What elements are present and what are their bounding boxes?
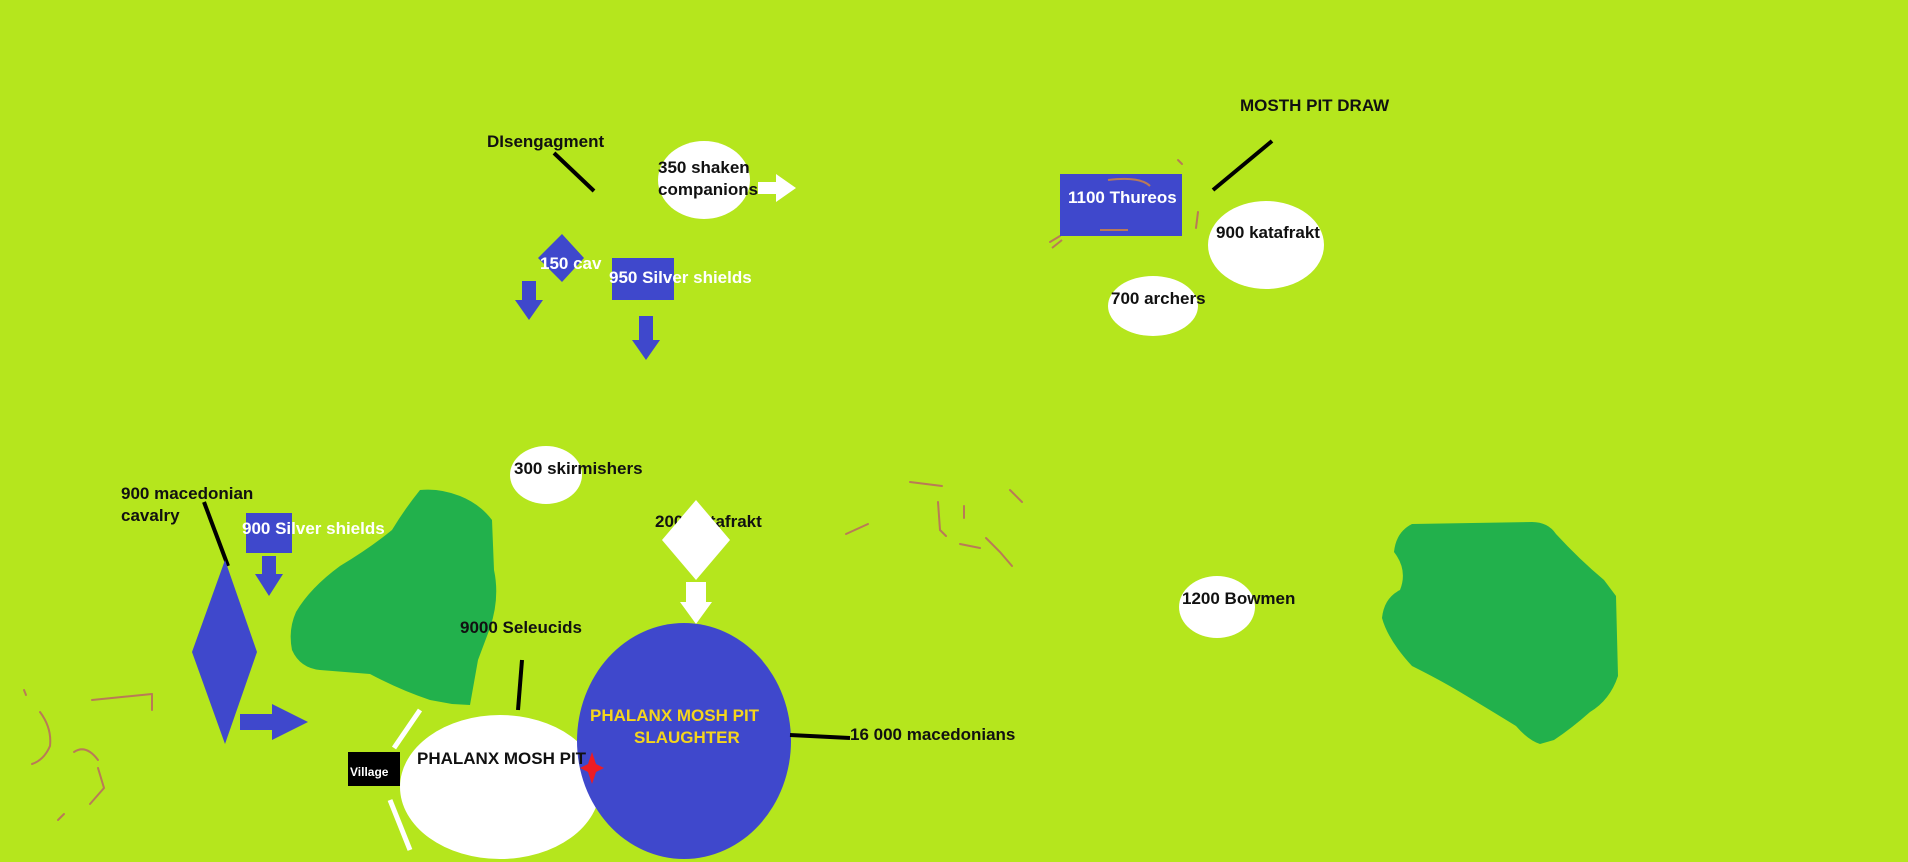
label-mosh-pit-draw: MOSTH PIT DRAW: [1240, 96, 1390, 115]
label-macedonians-16000: 16 000 macedonians: [850, 725, 1015, 744]
label-silver-shields-900: 900 Silver shields: [242, 519, 385, 538]
clash-star-icon: [580, 752, 604, 784]
unit-katafrakt-200: [662, 500, 730, 580]
pointer-line-mosh-pit-draw: [1211, 139, 1274, 192]
unit-cav-150: [538, 234, 584, 282]
unit-phalanx-mosh-pit: [400, 715, 600, 859]
pointer-line-seleucids: [516, 659, 524, 711]
unit-katafrakt-900: [1208, 201, 1324, 289]
label-shaken-companions-line2: companions: [658, 180, 758, 199]
unit-skirmishers-300: [510, 446, 582, 504]
label-macedonian-cavalry-line1: 900 macedonian: [121, 484, 253, 503]
label-silver-shields-950: 950 Silver shields: [609, 268, 752, 287]
thureos-scribbles: [1051, 177, 1151, 249]
unit-silver-shields-950: [612, 258, 674, 300]
village-dash-lower: [387, 799, 413, 851]
label-phalanx-mosh-pit: PHALANX MOSH PIT: [417, 749, 587, 768]
unit-bowmen-1200: [1179, 576, 1255, 638]
blue-arrow-down-icon: [515, 281, 543, 320]
blue-arrow-down-icon: [255, 556, 283, 596]
label-seleucids-9000: 9000 Seleucids: [460, 618, 582, 637]
label-macedonian-cavalry-900: 900 macedonian cavalry: [121, 484, 258, 525]
white-arrow-down-icon: [680, 582, 712, 624]
label-slaughter-line1: PHALANX MOSH PIT: [590, 706, 760, 725]
label-shaken-companions: 350 shaken companions: [658, 158, 758, 199]
label-disengagement: DIsengagment: [487, 132, 604, 151]
label-macedonian-cavalry-line2: cavalry: [121, 506, 180, 525]
label-cav-150: 150 cav: [540, 254, 602, 273]
label-bowmen-1200: 1200 Bowmen: [1182, 589, 1295, 608]
label-thureos-1100: 1100 Thureos: [1068, 188, 1177, 207]
terrain-marks: [23, 159, 1199, 821]
label-phalanx-mosh-pit-slaughter: PHALANX MOSH PIT SLAUGHTER: [590, 706, 764, 747]
white-arrow-right-icon: [758, 174, 796, 202]
label-skirmishers-300: 300 skirmishers: [514, 459, 643, 478]
forest-right: [1382, 522, 1618, 744]
unit-archers-700: [1108, 276, 1198, 336]
blue-arrow-right-icon: [240, 704, 308, 740]
pointer-line-macedonians: [789, 733, 851, 740]
village-dash-upper: [391, 708, 423, 750]
label-shaken-companions-line1: 350 shaken: [658, 158, 750, 177]
unit-shaken-companions: [658, 141, 750, 219]
pointer-line-disengagement: [552, 151, 596, 193]
label-slaughter-line2: SLAUGHTER: [634, 728, 740, 747]
label-katafrakt-900: 900 katafrakt: [1216, 223, 1320, 242]
unit-silver-shields-900: [246, 513, 292, 553]
label-archers-700: 700 archers: [1111, 289, 1206, 308]
forest-left: [290, 489, 497, 705]
unit-thureos-1100: [1060, 174, 1182, 236]
pointer-line-macedonian-cavalry: [202, 501, 230, 567]
label-village: Village: [350, 765, 389, 779]
unit-phalanx-mosh-pit-slaughter: [577, 623, 791, 859]
village-marker: [348, 752, 400, 786]
blue-arrow-down-icon: [632, 316, 660, 360]
unit-macedonian-cavalry-900: [192, 560, 257, 744]
